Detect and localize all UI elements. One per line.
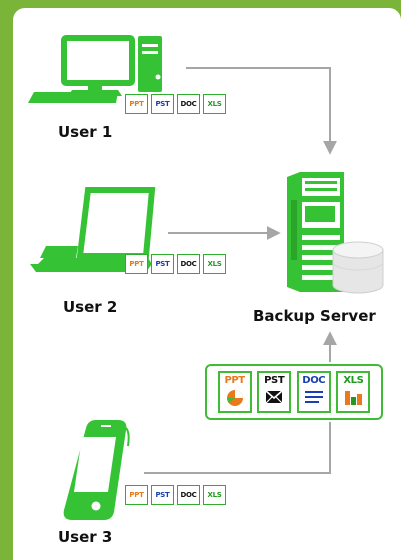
backup-file-types-box: PPT PST DOC XLS: [205, 364, 383, 420]
backup-server-icon: [287, 172, 384, 294]
big-file-chip-label: DOC: [302, 375, 326, 386]
user-2-file-chips: PPT PST DOC XLS: [125, 254, 226, 274]
user-1-file-chips: PPT PST DOC XLS: [125, 94, 226, 114]
big-file-chip-label: PST: [264, 375, 285, 386]
big-file-chip-xls: XLS: [336, 371, 371, 413]
connector-user3-to-server: [144, 331, 337, 474]
big-file-chip-label: XLS: [343, 375, 364, 386]
backup-server-label: Backup Server: [253, 307, 376, 325]
text-lines-icon: [304, 391, 323, 403]
file-chip-ppt: PPT: [125, 254, 148, 274]
user-3-file-chips: PPT PST DOC XLS: [125, 485, 226, 505]
file-chip-xls: XLS: [203, 94, 226, 114]
file-chip-doc: DOC: [177, 254, 200, 274]
file-chip-ppt: PPT: [125, 485, 148, 505]
file-chip-ppt: PPT: [125, 94, 148, 114]
file-chip-pst: PST: [151, 94, 174, 114]
pie-chart-icon: [226, 390, 243, 406]
big-file-chip-pst: PST: [257, 371, 292, 413]
envelope-icon: [265, 390, 283, 404]
connector-user1-to-server: [186, 67, 337, 155]
file-chip-xls: XLS: [203, 485, 226, 505]
mobile-phone-icon: [63, 420, 130, 520]
bar-chart-icon: [345, 391, 363, 405]
file-chip-pst: PST: [151, 485, 174, 505]
file-chip-xls: XLS: [203, 254, 226, 274]
big-file-chip-doc: DOC: [296, 371, 331, 413]
big-file-chip-ppt: PPT: [217, 371, 252, 413]
file-chip-pst: PST: [151, 254, 174, 274]
user-2-label: User 2: [63, 298, 118, 316]
file-chip-doc: DOC: [177, 485, 200, 505]
file-chip-doc: DOC: [177, 94, 200, 114]
user-1-label: User 1: [58, 123, 113, 141]
desktop-computer-icon: [28, 35, 163, 107]
big-file-chip-label: PPT: [224, 375, 245, 386]
user-3-label: User 3: [58, 528, 113, 546]
